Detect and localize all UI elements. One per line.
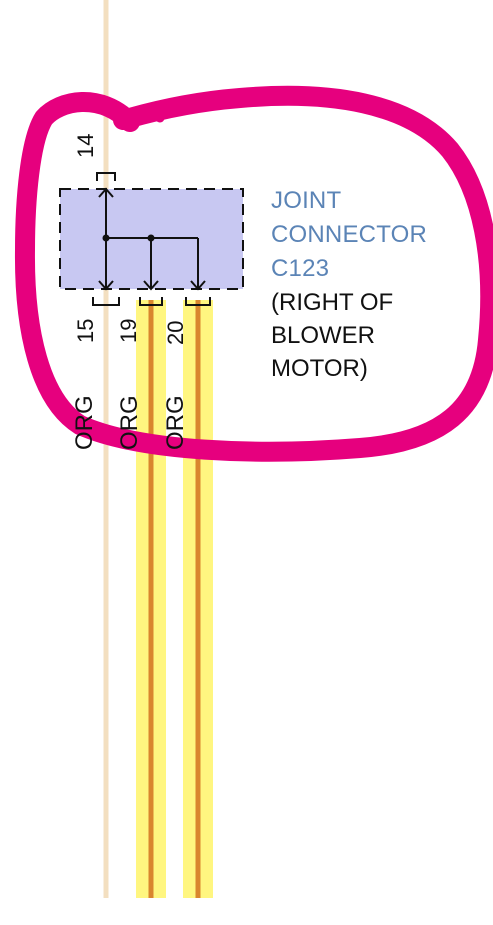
pin-label-14: 14 <box>73 133 98 158</box>
connector-location-line: BLOWER <box>271 322 376 349</box>
wire-color-label: ORG <box>71 395 98 450</box>
splice-node <box>102 234 110 242</box>
splice-node <box>147 234 155 242</box>
connector-title-line: C123 <box>271 255 330 282</box>
connector-title-line: JOINT <box>271 187 342 214</box>
annotation-circle-tick <box>117 107 165 128</box>
wire-color-label: ORG <box>116 395 143 450</box>
connector-title-line: CONNECTOR <box>271 221 428 248</box>
pin-label-15: 15 <box>73 318 98 343</box>
pin-terminals <box>92 172 211 306</box>
connector-location: (RIGHT OF BLOWER MOTOR) <box>271 286 393 385</box>
connector-location-line: MOTOR) <box>271 355 368 382</box>
pin-label-20: 20 <box>163 320 188 345</box>
pin-label-19: 19 <box>116 318 141 343</box>
wire-color-label: ORG <box>162 395 189 450</box>
connector-title: JOINT CONNECTOR C123 <box>271 184 427 286</box>
connector-location-line: (RIGHT OF <box>271 289 394 316</box>
annotation-circle <box>14 85 493 462</box>
